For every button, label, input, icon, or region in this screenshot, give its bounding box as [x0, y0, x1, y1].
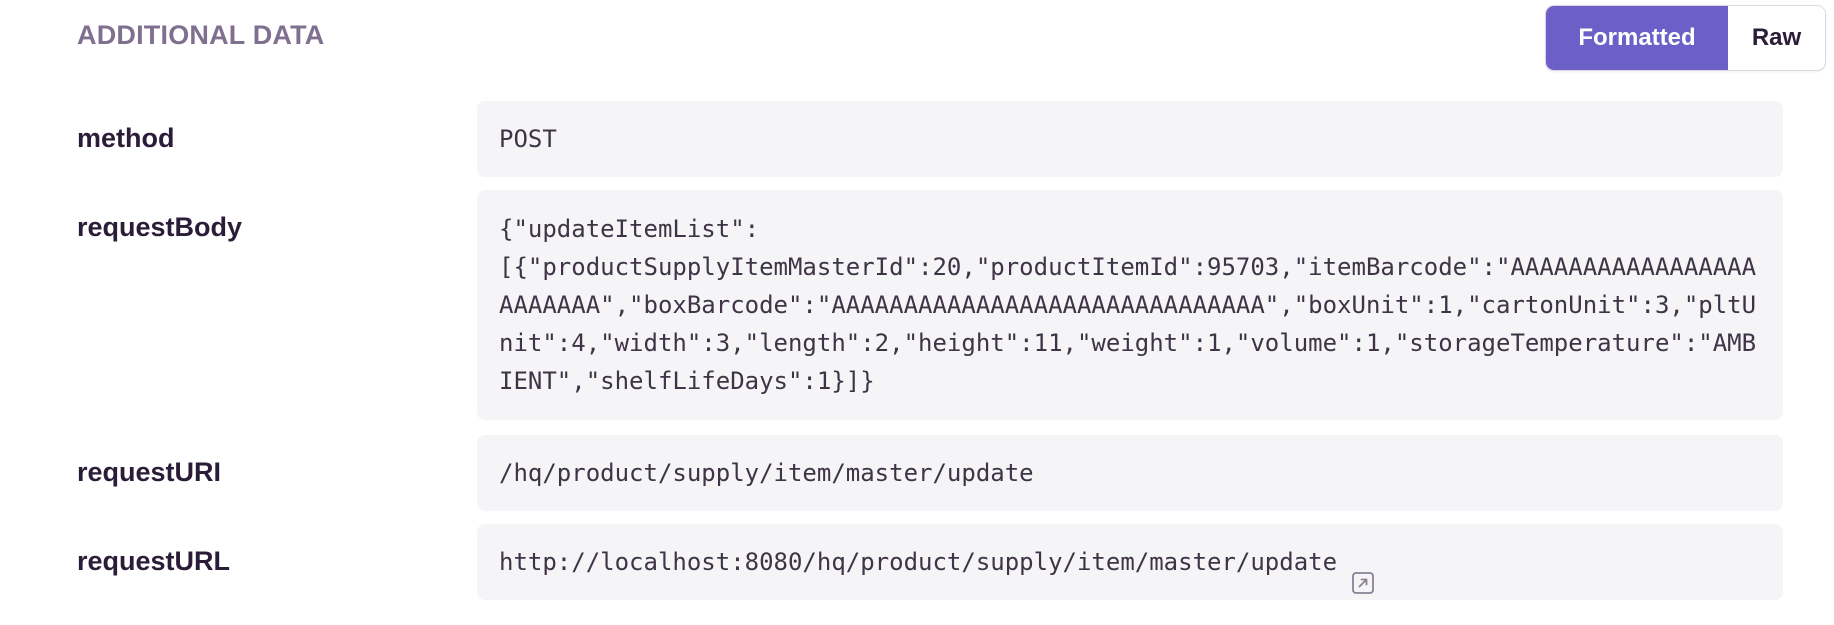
row-value: POST [477, 101, 1783, 177]
view-toggle: Formatted Raw [1545, 5, 1826, 71]
row-value: {"updateItemList": [{"productSupplyItemM… [477, 190, 1783, 420]
row-key: method [77, 123, 175, 153]
row-key: requestURI [77, 457, 222, 487]
row-value: /hq/product/supply/item/master/update [477, 435, 1783, 511]
row-value: http://localhost:8080/hq/product/supply/… [477, 524, 1783, 600]
request-url-text[interactable]: http://localhost:8080/hq/product/supply/… [499, 548, 1338, 576]
section-title: ADDITIONAL DATA [77, 20, 325, 50]
open-in-new-window-icon[interactable] [1351, 549, 1375, 594]
row-key: requestBody [77, 212, 243, 242]
raw-button[interactable]: Raw [1728, 6, 1825, 70]
row-key: requestURL [77, 546, 231, 576]
formatted-button[interactable]: Formatted [1546, 6, 1728, 70]
section-header: ADDITIONAL DATA Formatted Raw [0, 0, 1834, 80]
